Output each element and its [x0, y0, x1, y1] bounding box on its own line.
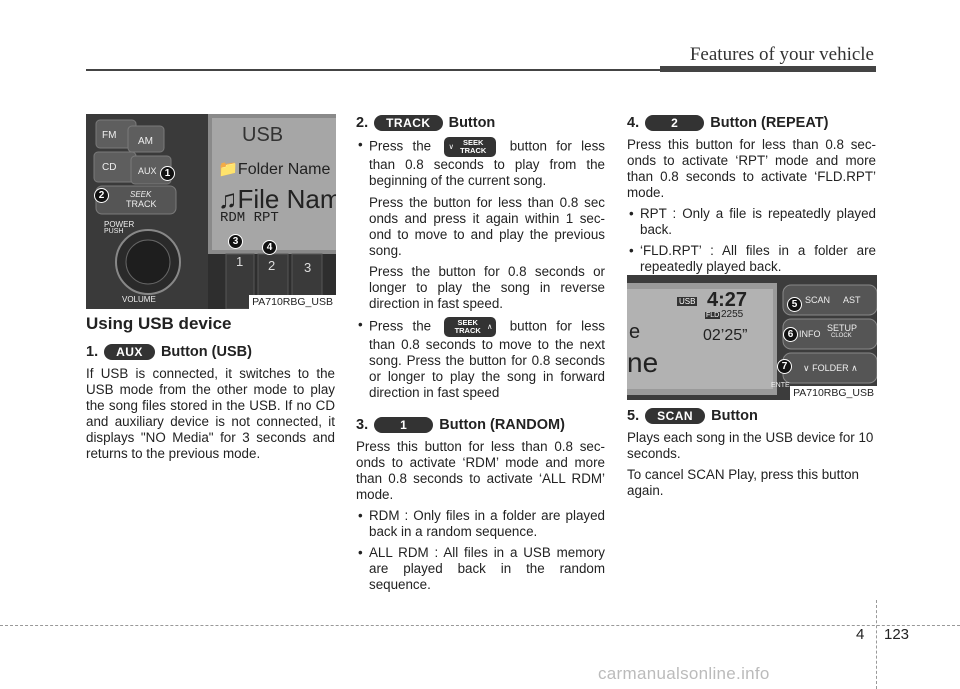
callout-4: 4	[262, 240, 277, 255]
random-bullet-2: ALL RDM : All files in a USB memory are …	[356, 545, 605, 593]
power-label: POWER	[104, 220, 135, 229]
info-key-label: INFO	[799, 329, 821, 339]
track-label: TRACK	[126, 199, 157, 209]
chapter-number: 4	[856, 626, 865, 643]
usb-radio-photo: FM AM CD AUX SEEK TRACK POWER PUSH VOLUM…	[86, 114, 336, 309]
preset-key-2: 2	[268, 258, 276, 273]
repeat-description: Press this button for less than 0.8 sec-…	[627, 137, 876, 200]
callout-5: 5	[787, 297, 802, 312]
header-bar	[660, 66, 876, 72]
display-fld-tag: FLD	[705, 312, 721, 319]
display-mode: RDM RPT	[220, 210, 279, 226]
ast-key-label: AST	[843, 295, 861, 305]
watermark: carmanualsonline.info	[598, 664, 770, 683]
aux-badge: AUX	[104, 344, 155, 360]
callout-2: 2	[94, 188, 109, 203]
repeat-bullet-1: RPT : Only a file is repeatedly played b…	[627, 206, 876, 238]
display-folder-name: 📁Folder Name	[218, 161, 331, 178]
display-file-name: ♫File Name	[218, 184, 336, 214]
header-rule	[86, 69, 876, 71]
callout-1: 1	[160, 166, 175, 181]
scan-button-heading: 5. SCAN Button	[627, 408, 758, 424]
display-fragment-ne: ne	[627, 347, 659, 378]
footer-divider	[876, 600, 877, 689]
preset-key-3: 3	[304, 260, 312, 275]
track-para-2: Press the button for 0.8 seconds or long…	[369, 264, 605, 311]
track-badge: TRACK	[374, 115, 443, 131]
track-button-heading: 2. TRACK Button	[356, 115, 496, 131]
scan-description-1: Plays each song in the USB device for 10…	[627, 430, 874, 461]
callout-3: 3	[228, 234, 243, 249]
enter-key-label: ENTE	[771, 382, 790, 389]
repeat-badge: 2	[645, 115, 705, 131]
repeat-button-heading: 4. 2 Button (REPEAT)	[627, 115, 829, 131]
fm-button-label: FM	[102, 130, 117, 141]
track-para-1: Press the button for less than 0.8 sec o…	[369, 195, 605, 258]
push-label: PUSH	[104, 228, 124, 235]
display-track-number: 2255	[721, 309, 744, 320]
aux-button-label: AUX	[138, 166, 157, 176]
volume-label: VOLUME	[122, 295, 156, 304]
scan-description-2: To cancel SCAN Play, press this button a…	[627, 467, 859, 498]
display-fragment-e: e	[629, 321, 641, 343]
aux-button-heading: 1. AUX Button (USB)	[86, 344, 252, 360]
section-heading: Using USB device	[86, 314, 232, 333]
am-button-label: AM	[138, 136, 153, 147]
callout-7: 7	[777, 359, 792, 374]
cd-button-label: CD	[102, 162, 117, 173]
folder-key-label: ∨ FOLDER ∧	[803, 363, 858, 373]
usb-display-photo: USB 4:27 FLD 2255 e 02’25” ne SCAN AST I…	[627, 275, 877, 400]
display-usb-tag: USB	[677, 297, 698, 306]
display-clock: 4:27	[707, 289, 748, 311]
preset-key-1: 1	[236, 254, 244, 269]
photo-caption: PA710RBG_USB	[790, 386, 877, 400]
random-description: Press this button for less than 0.8 sec-…	[356, 439, 605, 502]
random-bullet-1: RDM : Only files in a folder are played …	[356, 508, 605, 540]
aux-description: If USB is connected, it switches to the …	[86, 366, 335, 461]
footer-rule	[0, 625, 960, 626]
random-button-heading: 3. 1 Button (RANDOM)	[356, 417, 565, 433]
repeat-bullet-2: ‘FLD.RPT’ : All files in a folder are re…	[627, 243, 876, 275]
random-badge: 1	[374, 417, 434, 433]
callout-6: 6	[783, 327, 798, 342]
page-number: 123	[884, 626, 910, 643]
clock-key-label: CLOCK	[831, 333, 852, 339]
scan-key-label: SCAN	[805, 295, 831, 305]
display-elapsed-time: 02’25”	[703, 327, 748, 344]
display-title: USB	[242, 124, 284, 146]
setup-key-label: SETUP	[827, 323, 858, 333]
page-header-title: Features of your vehicle	[689, 44, 874, 65]
photo-caption: PA710RBG_USB	[249, 295, 336, 309]
scan-badge: SCAN	[645, 408, 706, 424]
seek-label: SEEK	[130, 190, 152, 199]
